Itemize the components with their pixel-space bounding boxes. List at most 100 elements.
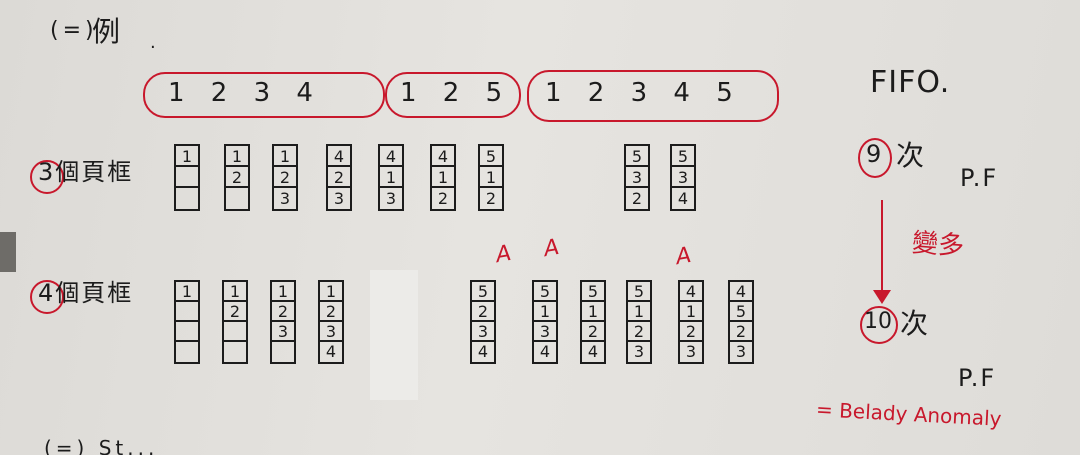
frame-cell: 1: [534, 302, 556, 322]
frame-cell: 4: [677, 189, 689, 208]
frame-cell: 4: [432, 146, 454, 167]
frame-cell: 4: [587, 342, 599, 361]
fifo-label: FIFO.: [870, 65, 951, 100]
section-title: 例: [92, 15, 125, 48]
frame-cell: 1: [320, 282, 342, 302]
faults3-circle: [858, 138, 892, 178]
belady-anomaly-note: = Belady Anomaly: [815, 397, 1003, 431]
faults4-circle: [860, 306, 898, 344]
anomaly-mark: A: [541, 234, 562, 263]
frame-cell: 4: [380, 146, 402, 167]
anomaly-mark: A: [673, 242, 694, 271]
frame-cell: 1: [272, 282, 294, 302]
frame-cell: 4: [477, 342, 489, 361]
frame-cell: 5: [730, 302, 752, 322]
frame-cell: 1: [274, 146, 296, 167]
frame-cell: 1: [226, 146, 248, 167]
frame-cell: [224, 322, 246, 342]
frame-cell: 5: [472, 282, 494, 302]
change-arrow-line: [881, 200, 883, 300]
frame-cell: 2: [582, 322, 604, 342]
frame-cell: 3: [385, 189, 397, 208]
faults3-suffix: 次: [896, 139, 925, 172]
faults4-count: 10: [864, 309, 892, 334]
page-frame-column: 1: [174, 144, 200, 211]
frame-cell: 2: [730, 322, 752, 342]
section-number: (=): [50, 18, 98, 43]
frame-cell: 1: [480, 167, 502, 188]
frame-cell: 3: [320, 322, 342, 342]
sequence-group2: 1 2 5: [400, 78, 512, 108]
row4-number-circle: [30, 280, 64, 314]
frame-cell: 2: [485, 189, 497, 208]
frame-cell: 1: [680, 302, 702, 322]
frame-cell: [176, 342, 198, 362]
frame-cell: 3: [633, 342, 645, 361]
frame-cell: 5: [672, 146, 694, 167]
frame-cell: 3: [626, 167, 648, 188]
frame-cell: 3: [279, 189, 291, 208]
frame-cell: 4: [730, 282, 752, 302]
frame-cell: 1: [176, 282, 198, 302]
frame-cell: 5: [626, 146, 648, 167]
sequence-group3-oval: [527, 70, 779, 122]
frame-cell: [226, 188, 248, 209]
frame-cell: 3: [472, 322, 494, 342]
page-frame-column: 1: [174, 280, 200, 364]
frame-cell: [176, 167, 198, 188]
next-section-heading: (=) St...: [44, 436, 159, 455]
frame-cell: [272, 342, 294, 362]
frame-cell: 4: [325, 342, 337, 361]
frame-cell: 1: [432, 167, 454, 188]
row3-label: 3個頁框: [38, 158, 134, 186]
row4-label: 4個頁框: [38, 279, 134, 307]
frame-cell: 3: [272, 322, 294, 342]
frame-cell: 5: [628, 282, 650, 302]
frame-cell: 1: [224, 282, 246, 302]
faults4-unit: P.F: [958, 364, 997, 392]
frame-cell: 3: [735, 342, 747, 361]
erased-area: [370, 270, 418, 400]
frame-cell: 2: [320, 302, 342, 322]
frame-cell: 2: [437, 189, 449, 208]
frame-cell: 2: [224, 302, 246, 322]
frame-cell: 4: [680, 282, 702, 302]
faults4-suffix: 次: [900, 307, 929, 340]
change-label: 變多: [911, 228, 965, 262]
frame-cell: 3: [333, 189, 345, 208]
frame-cell: 2: [274, 167, 296, 188]
frame-cell: 2: [631, 189, 643, 208]
frame-cell: 5: [480, 146, 502, 167]
frame-cell: 2: [628, 322, 650, 342]
frame-cell: 4: [539, 342, 551, 361]
frame-cell: 1: [582, 302, 604, 322]
sequence-group1-oval: [143, 72, 385, 118]
frame-cell: 2: [680, 322, 702, 342]
faults3-unit: P.F: [960, 164, 999, 192]
sequence-group1: 1 2 3 4: [168, 78, 322, 108]
frame-cell: 4: [328, 146, 350, 167]
frame-cell: 5: [582, 282, 604, 302]
frame-cell: 3: [685, 342, 697, 361]
change-arrow-head: [873, 290, 891, 304]
frame-cell: 2: [226, 167, 248, 188]
sequence-group2-oval: [385, 72, 521, 118]
faults3-count: 9: [866, 140, 882, 168]
title-period: .: [150, 32, 160, 53]
frame-cell: 1: [176, 146, 198, 167]
frame-cell: 1: [628, 302, 650, 322]
frame-cell: [176, 322, 198, 342]
